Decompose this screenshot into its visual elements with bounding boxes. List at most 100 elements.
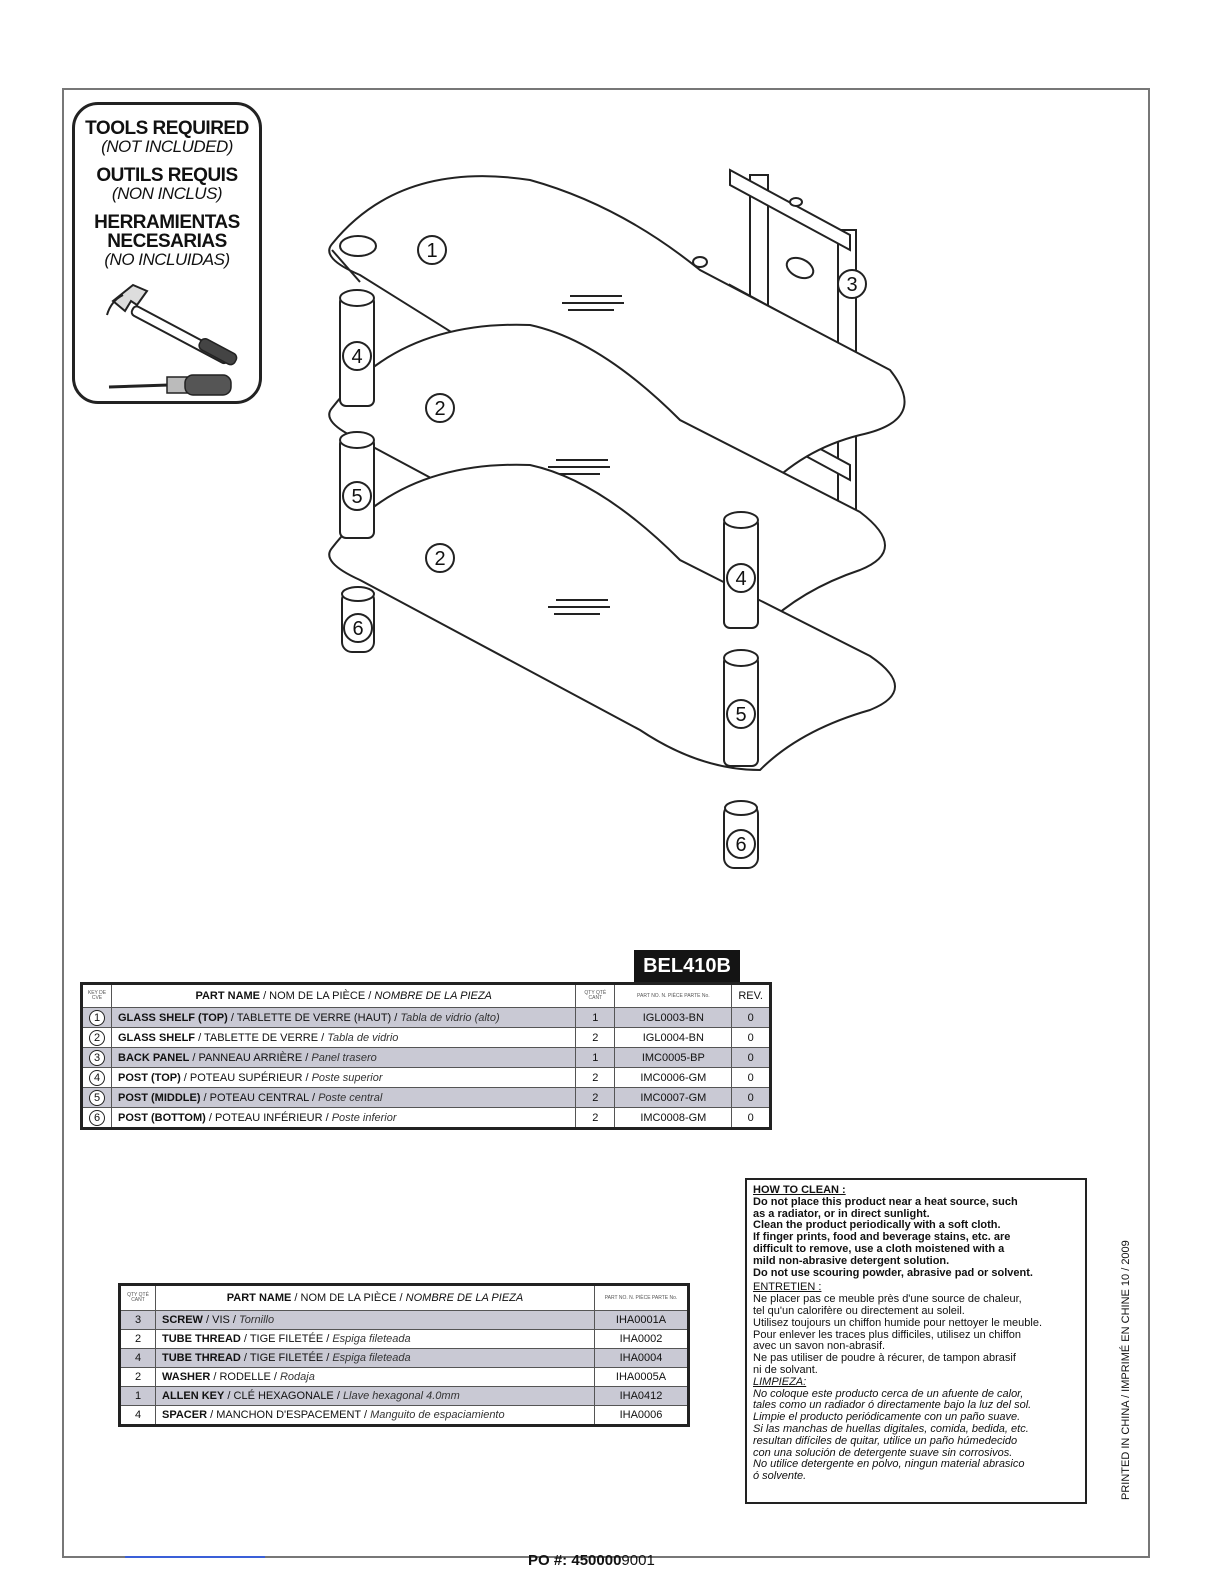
hammer-icon	[106, 283, 238, 366]
part-name-cell: TUBE THREAD / TIGE FILETÉE / Espiga file…	[155, 1348, 595, 1368]
clean-es-line: tales como un radiador ó directamente ba…	[753, 1399, 1032, 1412]
key-badge: 5	[89, 1089, 105, 1106]
part-number-cell: IHA0002	[594, 1329, 689, 1349]
screwdriver-icon	[108, 374, 232, 396]
tools-es-title-1: HERRAMIENTAS	[94, 212, 240, 233]
callout-2-lower-label: 2	[434, 548, 445, 570]
qty-cell: 4	[119, 1405, 156, 1426]
po-number-rest: 9001	[621, 1552, 655, 1569]
callout-2-lower: 2	[425, 543, 455, 573]
clean-es-line: ó solvente.	[753, 1470, 807, 1483]
callout-6-left-label: 6	[352, 618, 363, 640]
callout-4-left: 4	[342, 341, 372, 371]
rev-cell: 0	[731, 1067, 771, 1088]
part-number-cell: IHA0005A	[594, 1367, 689, 1387]
rev-cell: 0	[731, 1107, 771, 1129]
cleaning-instructions-box: HOW TO CLEAN : Do not place this product…	[745, 1178, 1087, 1504]
po-number-bold: 450000	[571, 1552, 622, 1569]
key-badge: 1	[89, 1009, 105, 1026]
page-border	[62, 88, 1150, 1558]
model-number-tag: BEL410B	[634, 950, 740, 982]
callout-4-right-label: 4	[735, 568, 746, 590]
table-row: 2 TUBE THREAD / TIGE FILETÉE / Espiga fi…	[119, 1329, 689, 1349]
part-number-cell: IGL0003-BN	[614, 1007, 733, 1028]
part-name-cell: ALLEN KEY / CLÉ HEXAGONALE / Llave hexag…	[155, 1386, 595, 1406]
callout-1-label: 1	[426, 240, 437, 262]
tools-en-title: TOOLS REQUIRED	[85, 118, 249, 139]
part-name-cell: SCREW / VIS / Tornillo	[155, 1310, 595, 1330]
part-name-cell: POST (BOTTOM) / POTEAU INFÉRIEUR / Poste…	[110, 1107, 577, 1129]
rev-cell: 0	[731, 1087, 771, 1108]
clean-es-line: Si las manchas de huellas digitales, com…	[753, 1422, 1029, 1435]
callout-1: 1	[417, 235, 447, 265]
qty-cell: 4	[119, 1348, 156, 1368]
clean-fr-line: tel qu'un calorifère ou directement au s…	[753, 1304, 965, 1317]
clean-en-line: If finger prints, food and beverage stai…	[753, 1231, 1011, 1244]
tools-fr-title: OUTILS REQUIS	[96, 165, 238, 186]
qty-cell: 3	[119, 1310, 156, 1330]
qty-cell: 2	[119, 1329, 156, 1349]
hardware-list-table: QTY QTÉ CANT PART NAME / NOM DE LA PIÈCE…	[118, 1283, 690, 1427]
rev-cell: 0	[731, 1047, 771, 1068]
clean-es-line: resultan difíciles de quitar, utilice un…	[753, 1434, 1018, 1447]
table-row: 5 POST (MIDDLE) / POTEAU CENTRAL / Poste…	[81, 1087, 771, 1108]
part-number-column-header: PART NO. N. PIÈCE PARTE No.	[594, 1284, 689, 1311]
clean-es-line: con una solución de detergente suave sin…	[753, 1446, 1013, 1459]
tools-fr-sub: (NON INCLUS)	[111, 184, 223, 203]
clean-fr-line: ni de solvant.	[753, 1363, 818, 1376]
part-name-cell: BACK PANEL / PANNEAU ARRIÈRE / Panel tra…	[110, 1047, 577, 1068]
part-name-cell: GLASS SHELF / TABLETTE DE VERRE / Tabla …	[110, 1027, 577, 1048]
callout-4-right: 4	[726, 563, 756, 593]
clean-en-line: difficult to remove, use a cloth moisten…	[753, 1242, 1005, 1255]
part-name-cell: POST (MIDDLE) / POTEAU CENTRAL / Poste c…	[110, 1087, 577, 1108]
hardware-table-header: QTY QTÉ CANT PART NAME / NOM DE LA PIÈCE…	[119, 1284, 689, 1311]
part-number-column-header: PART NO. N. PIÈCE PARTE No.	[614, 983, 733, 1008]
part-number-cell: IMC0008-GM	[614, 1107, 733, 1129]
part-name-cell: GLASS SHELF (TOP) / TABLETTE DE VERRE (H…	[110, 1007, 577, 1028]
callout-3-label: 3	[846, 274, 857, 296]
part-number-cell: IMC0006-GM	[614, 1067, 733, 1088]
clean-fr-line: Ne pas utiliser de poudre à récurer, de …	[753, 1352, 1016, 1365]
callout-6-left: 6	[343, 613, 373, 643]
key-badge: 4	[89, 1069, 105, 1086]
callout-3: 3	[837, 269, 867, 299]
qty-column-header: QTY QTÉ CANT	[575, 983, 616, 1008]
table-row: 1 ALLEN KEY / CLÉ HEXAGONALE / Llave hex…	[119, 1386, 689, 1406]
table-row: 6 POST (BOTTOM) / POTEAU INFÉRIEUR / Pos…	[81, 1107, 771, 1129]
part-name-cell: WASHER / RODELLE / Rodaja	[155, 1367, 595, 1387]
callout-5-right-label: 5	[735, 704, 746, 726]
parts-table-header: KEY DE CVE PART NAME / NOM DE LA PIÈCE /…	[81, 983, 771, 1008]
callout-4-left-label: 4	[351, 346, 362, 368]
clean-en-line: mild non-abrasive detergent solution.	[753, 1254, 950, 1267]
rev-column-header: REV.	[731, 983, 771, 1008]
clean-fr-line: Ne placer pas ce meuble près d'une sourc…	[753, 1293, 1022, 1306]
footer-rule	[125, 1556, 265, 1558]
clean-es-heading: LIMPIEZA:	[753, 1375, 807, 1388]
part-name-cell: POST (TOP) / POTEAU SUPÉRIEUR / Poste su…	[110, 1067, 577, 1088]
clean-es-line: Limpie el producto periódicamente con un…	[753, 1411, 1021, 1424]
clean-fr-line: Pour enlever les traces plus difficiles,…	[753, 1328, 1022, 1341]
qty-column-header: QTY QTÉ CANT	[119, 1284, 156, 1311]
tools-illustration	[106, 283, 238, 396]
qty-cell: 1	[575, 1047, 616, 1068]
table-row: 2 GLASS SHELF / TABLETTE DE VERRE / Tabl…	[81, 1027, 771, 1048]
clean-en-line: as a radiator, or in direct sunlight.	[753, 1207, 930, 1220]
part-number-cell: IMC0005-BP	[614, 1047, 733, 1068]
part-name-cell: SPACER / MANCHON D'ESPACEMENT / Manguito…	[155, 1405, 595, 1426]
callout-6-right: 6	[726, 829, 756, 859]
table-row: 4 POST (TOP) / POTEAU SUPÉRIEUR / Poste …	[81, 1067, 771, 1088]
po-number: PO #: 4500009001	[528, 1552, 655, 1569]
part-name-cell: TUBE THREAD / TIGE FILETÉE / Espiga file…	[155, 1329, 595, 1349]
table-row: 4 SPACER / MANCHON D'ESPACEMENT / Mangui…	[119, 1405, 689, 1426]
exploded-assembly-diagram: 1 2 2 3 4 4 5 5 6 6	[328, 168, 906, 869]
part-number-cell: IHA0001A	[594, 1310, 689, 1330]
tools-es-sub: (NO INCLUIDAS)	[104, 250, 230, 269]
qty-cell: 1	[119, 1386, 156, 1406]
parts-list-table: KEY DE CVE PART NAME / NOM DE LA PIÈCE /…	[80, 982, 772, 1130]
printed-in-note: PRINTED IN CHINA / IMPRIMÉ EN CHINE 10 /…	[1120, 1240, 1132, 1500]
part-number-cell: IHA0412	[594, 1386, 689, 1406]
tools-required-box: TOOLS REQUIRED (NOT INCLUDED) OUTILS REQ…	[72, 102, 262, 404]
table-row: 3 SCREW / VIS / Tornillo IHA0001A	[119, 1310, 689, 1330]
part-name-column-header: PART NAME / NOM DE LA PIÈCE / NOMBRE DE …	[110, 983, 577, 1008]
part-number-cell: IGL0004-BN	[614, 1027, 733, 1048]
